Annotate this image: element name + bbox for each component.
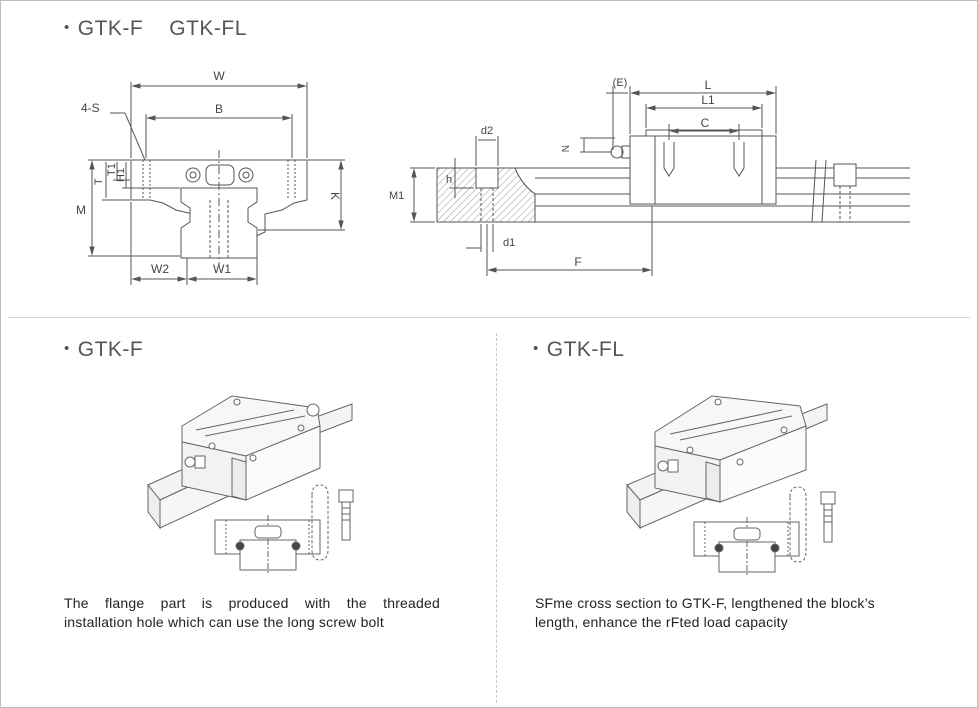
left-caption-line-2: installation hole which can use the long… [64, 614, 384, 630]
dim-h-label: h [446, 174, 452, 186]
dim-w2-label: W2 [151, 262, 169, 276]
dim-w-label: W [213, 69, 225, 83]
dim-l-label: L [705, 78, 712, 92]
dim-c-label: C [701, 116, 710, 130]
dim-m1-label: M1 [389, 190, 404, 202]
left-caption-line-1: The flange part is produced with the thr… [64, 595, 440, 611]
dim-t1-label: T1 [106, 163, 118, 176]
left-panel-caption: The flange part is produced with the thr… [64, 594, 440, 632]
dim-b-label: B [215, 102, 223, 116]
top-section-title: • GTK-F GTK-FL [64, 17, 247, 41]
title-gtk-f: GTK-F [77, 17, 144, 40]
right-caption-line-2: length, enhance the rFted load capacity [535, 614, 788, 630]
dim-t-label: T [93, 178, 105, 185]
dim-m-label: M [76, 203, 86, 217]
left-panel-title: • GTK-F [64, 338, 143, 362]
dim-w1-label: W1 [213, 262, 231, 276]
bullet-icon: • [64, 19, 70, 36]
dim-d1-label: d1 [503, 237, 515, 249]
bullet-icon: • [64, 340, 70, 357]
bullet-icon: • [533, 340, 539, 357]
right-panel-caption: SFme cross section to GTK-F, lengthened … [535, 594, 935, 632]
dim-h1-label: H1 [115, 168, 127, 182]
panel-divider [496, 333, 497, 703]
title-gtk-f-panel: GTK-F [77, 338, 144, 361]
dim-f-label: F [574, 255, 581, 269]
dim-n-label: N [559, 145, 570, 152]
title-gtk-fl: GTK-FL [169, 17, 247, 40]
right-panel-title: • GTK-FL [533, 338, 624, 362]
section-divider [8, 317, 970, 318]
dim-k-label: K [328, 192, 342, 200]
dim-d2-label: d2 [481, 125, 493, 137]
right-caption-line-1: SFme cross section to GTK-F, lengthened … [535, 595, 875, 611]
dim-e-label: (E) [613, 77, 628, 89]
dim-s-label: 4-S [81, 101, 100, 115]
dim-l1-label: L1 [701, 93, 715, 107]
title-gtk-fl-panel: GTK-FL [546, 338, 625, 361]
